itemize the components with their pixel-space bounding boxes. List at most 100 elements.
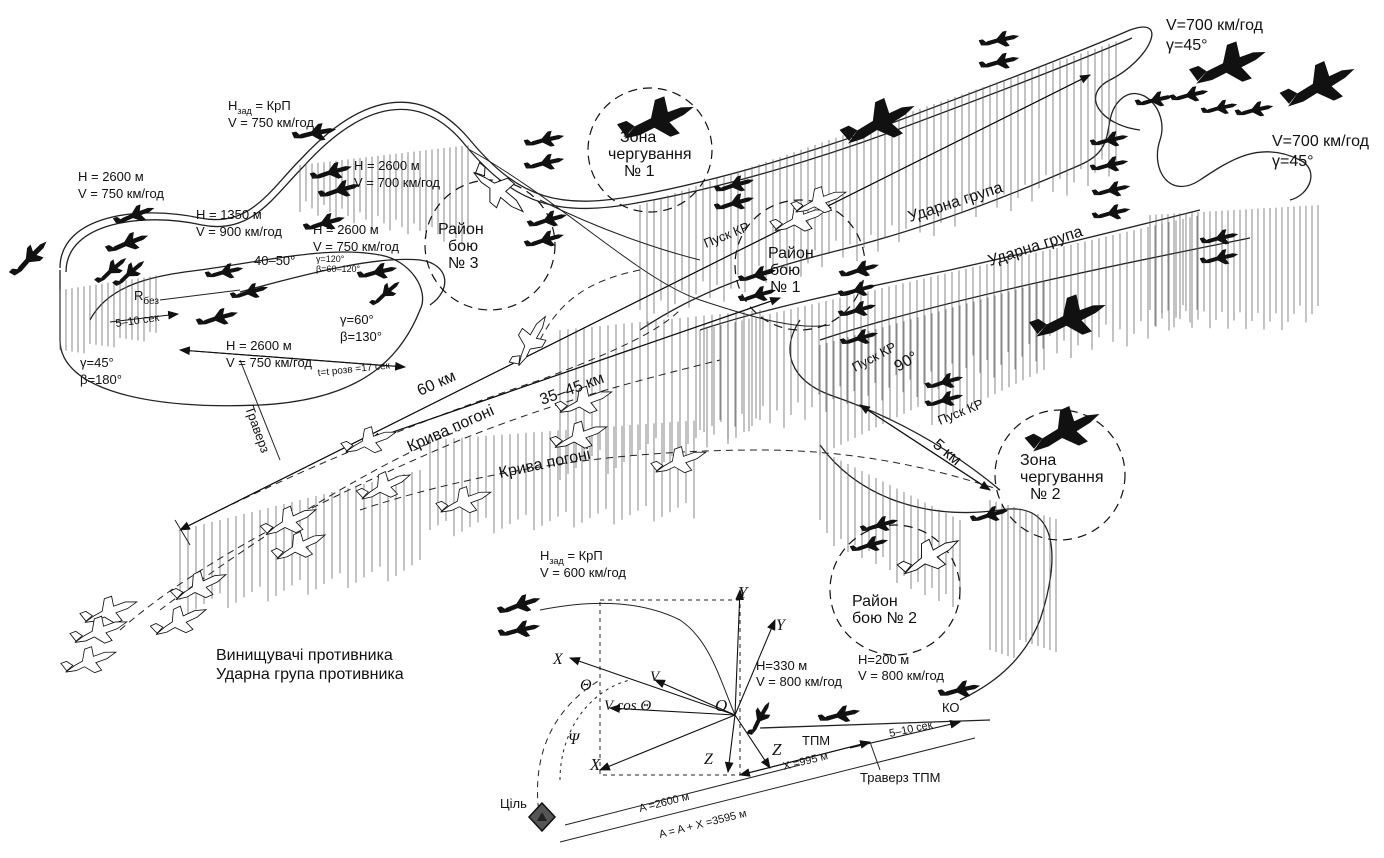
distance-arrows: [110, 75, 1090, 545]
flight-ribbons: [60, 27, 1311, 728]
strike-aircraft-icon: [92, 252, 131, 288]
strike-aircraft-icon: [104, 228, 152, 259]
t5-10-left: 5–10 сек: [115, 312, 160, 330]
vi700-b: V = 700 км/год: [354, 175, 440, 190]
strike-aircraft-icon: [523, 128, 566, 152]
strike-aircraft-icon: [1169, 84, 1210, 106]
km5: 5 км: [929, 436, 964, 469]
strike-aircraft-icon: [367, 276, 404, 310]
psi-label: Ψ: [568, 731, 581, 748]
strike-aircraft-icon: [523, 151, 566, 175]
rayon3-l3: № 3: [448, 255, 479, 272]
strike-aircraft-icon: [1026, 286, 1113, 350]
zone1-l1: Зона: [620, 129, 656, 146]
angle-40-50: 40–50°: [254, 253, 295, 268]
vi750-a: V = 750 км/год: [78, 186, 164, 201]
h330: H=330 м: [756, 658, 807, 673]
strike-aircraft-icon: [356, 260, 399, 284]
gamma45-left: γ=45°: [80, 355, 114, 370]
fighter-jet-icon: [505, 310, 556, 373]
strike-aircraft-icon: [978, 28, 1021, 52]
aircraft-group: [6, 28, 1363, 739]
strike-aircraft-icon: [1134, 89, 1175, 111]
strike-aircraft-icon: [1234, 99, 1275, 121]
strike-aircraft-icon: [229, 280, 270, 304]
coordinate-system: [538, 590, 976, 842]
kryva2: Крива погоні: [497, 446, 592, 482]
axis-xg: X: [589, 755, 601, 774]
axis-yg: Y: [738, 583, 749, 602]
strike-aircraft-icon: [1091, 202, 1132, 224]
axis-zk: Z: [704, 751, 714, 768]
h2600-b: H = 2600 м: [354, 158, 420, 173]
rayon1-l2: бою: [770, 262, 800, 279]
strike-aircraft-icon: [713, 190, 756, 215]
fighter-jet-icon: [894, 527, 965, 585]
combat-area-2: [830, 525, 960, 655]
target-diamond-icon: [529, 803, 555, 831]
enemy-strike-label: Ударна група противника: [216, 666, 404, 683]
svg-text:V = 600 км/год: V = 600 км/год: [540, 565, 626, 580]
rayon2-l1: Район: [852, 593, 898, 610]
strike-aircraft-icon: [1091, 179, 1132, 201]
x0: X =995 м: [782, 750, 829, 773]
h2600-d: H = 2600 м: [226, 338, 292, 353]
strike-aircraft-icon: [978, 50, 1021, 74]
g45-top: γ=45°: [1166, 37, 1208, 54]
beta60: β=60–120°: [316, 264, 360, 274]
strike-aircraft-icon: [817, 703, 862, 728]
h1350: H = 1350 м: [196, 207, 262, 222]
km60: 60 км: [415, 368, 459, 400]
fighter-jet-icon: [339, 419, 400, 462]
beta130: β=130°: [340, 329, 382, 344]
strike-aircraft-icon: [6, 235, 53, 282]
pusk-kr-2: Пуск КР: [849, 339, 898, 375]
strike-aircraft-icon: [839, 326, 880, 350]
axis-yk: Y: [776, 617, 787, 634]
traverz: Траверз: [242, 404, 273, 455]
v900: V = 900 км/год: [196, 224, 282, 239]
fighter-jet-icon: [59, 639, 120, 682]
vi750-d: V = 750 км/год: [226, 355, 312, 370]
svg-text:Hзад = КрП: Hзад = КрП: [540, 548, 603, 566]
g45-right: γ=45°: [1272, 153, 1314, 170]
rayon1-l1: Район: [768, 245, 814, 262]
tpm: ТПМ: [802, 733, 830, 748]
zone1-l3: № 1: [624, 163, 655, 180]
beta180: β=180°: [80, 372, 122, 387]
gamma120: γ=120°: [316, 254, 345, 264]
fighter-jet-icon: [148, 597, 211, 645]
zone2-l3: № 2: [1030, 486, 1061, 503]
strike-aircraft-icon: [837, 278, 878, 302]
h2600-c: H = 2600 м: [313, 222, 379, 237]
udarna-2: Ударна група: [986, 223, 1085, 270]
pusk-kr-1: Пуск КР: [702, 219, 752, 251]
strike-aircraft-icon: [1275, 51, 1363, 120]
h-zad-label: H: [228, 98, 237, 113]
rayon1-l3: № 1: [770, 279, 801, 296]
strike-aircraft-icon: [496, 590, 544, 620]
v700-right: V=700 км/год: [1272, 133, 1370, 150]
gamma60: γ=60°: [340, 312, 374, 327]
traverz-tpm: Траверз ТПМ: [860, 770, 940, 785]
zone1-l2: чергування: [608, 146, 692, 163]
target-label: Ціль: [500, 796, 527, 811]
rayon3-l1: Район: [438, 221, 484, 238]
vi800-a: V = 800 км/год: [756, 674, 842, 689]
zone2-l2: чергування: [1020, 469, 1104, 486]
ko: КО: [942, 700, 960, 715]
fighter-jet-icon: [649, 439, 710, 482]
axis-o: O: [715, 696, 727, 715]
vi750-c: V = 750 км/год: [313, 239, 399, 254]
strike-aircraft-icon: [195, 305, 240, 332]
rayon2-l2: бою № 2: [852, 610, 917, 627]
vki-label: V: [650, 669, 661, 685]
rayon3-l2: бою: [448, 238, 478, 255]
strike-aircraft-icon: [837, 298, 878, 322]
axis-zg: Z: [772, 740, 782, 759]
strike-aircraft-icon: [744, 698, 776, 739]
a-sum: A = A + X =3595 м: [658, 808, 748, 841]
strike-aircraft-icon: [309, 159, 354, 186]
